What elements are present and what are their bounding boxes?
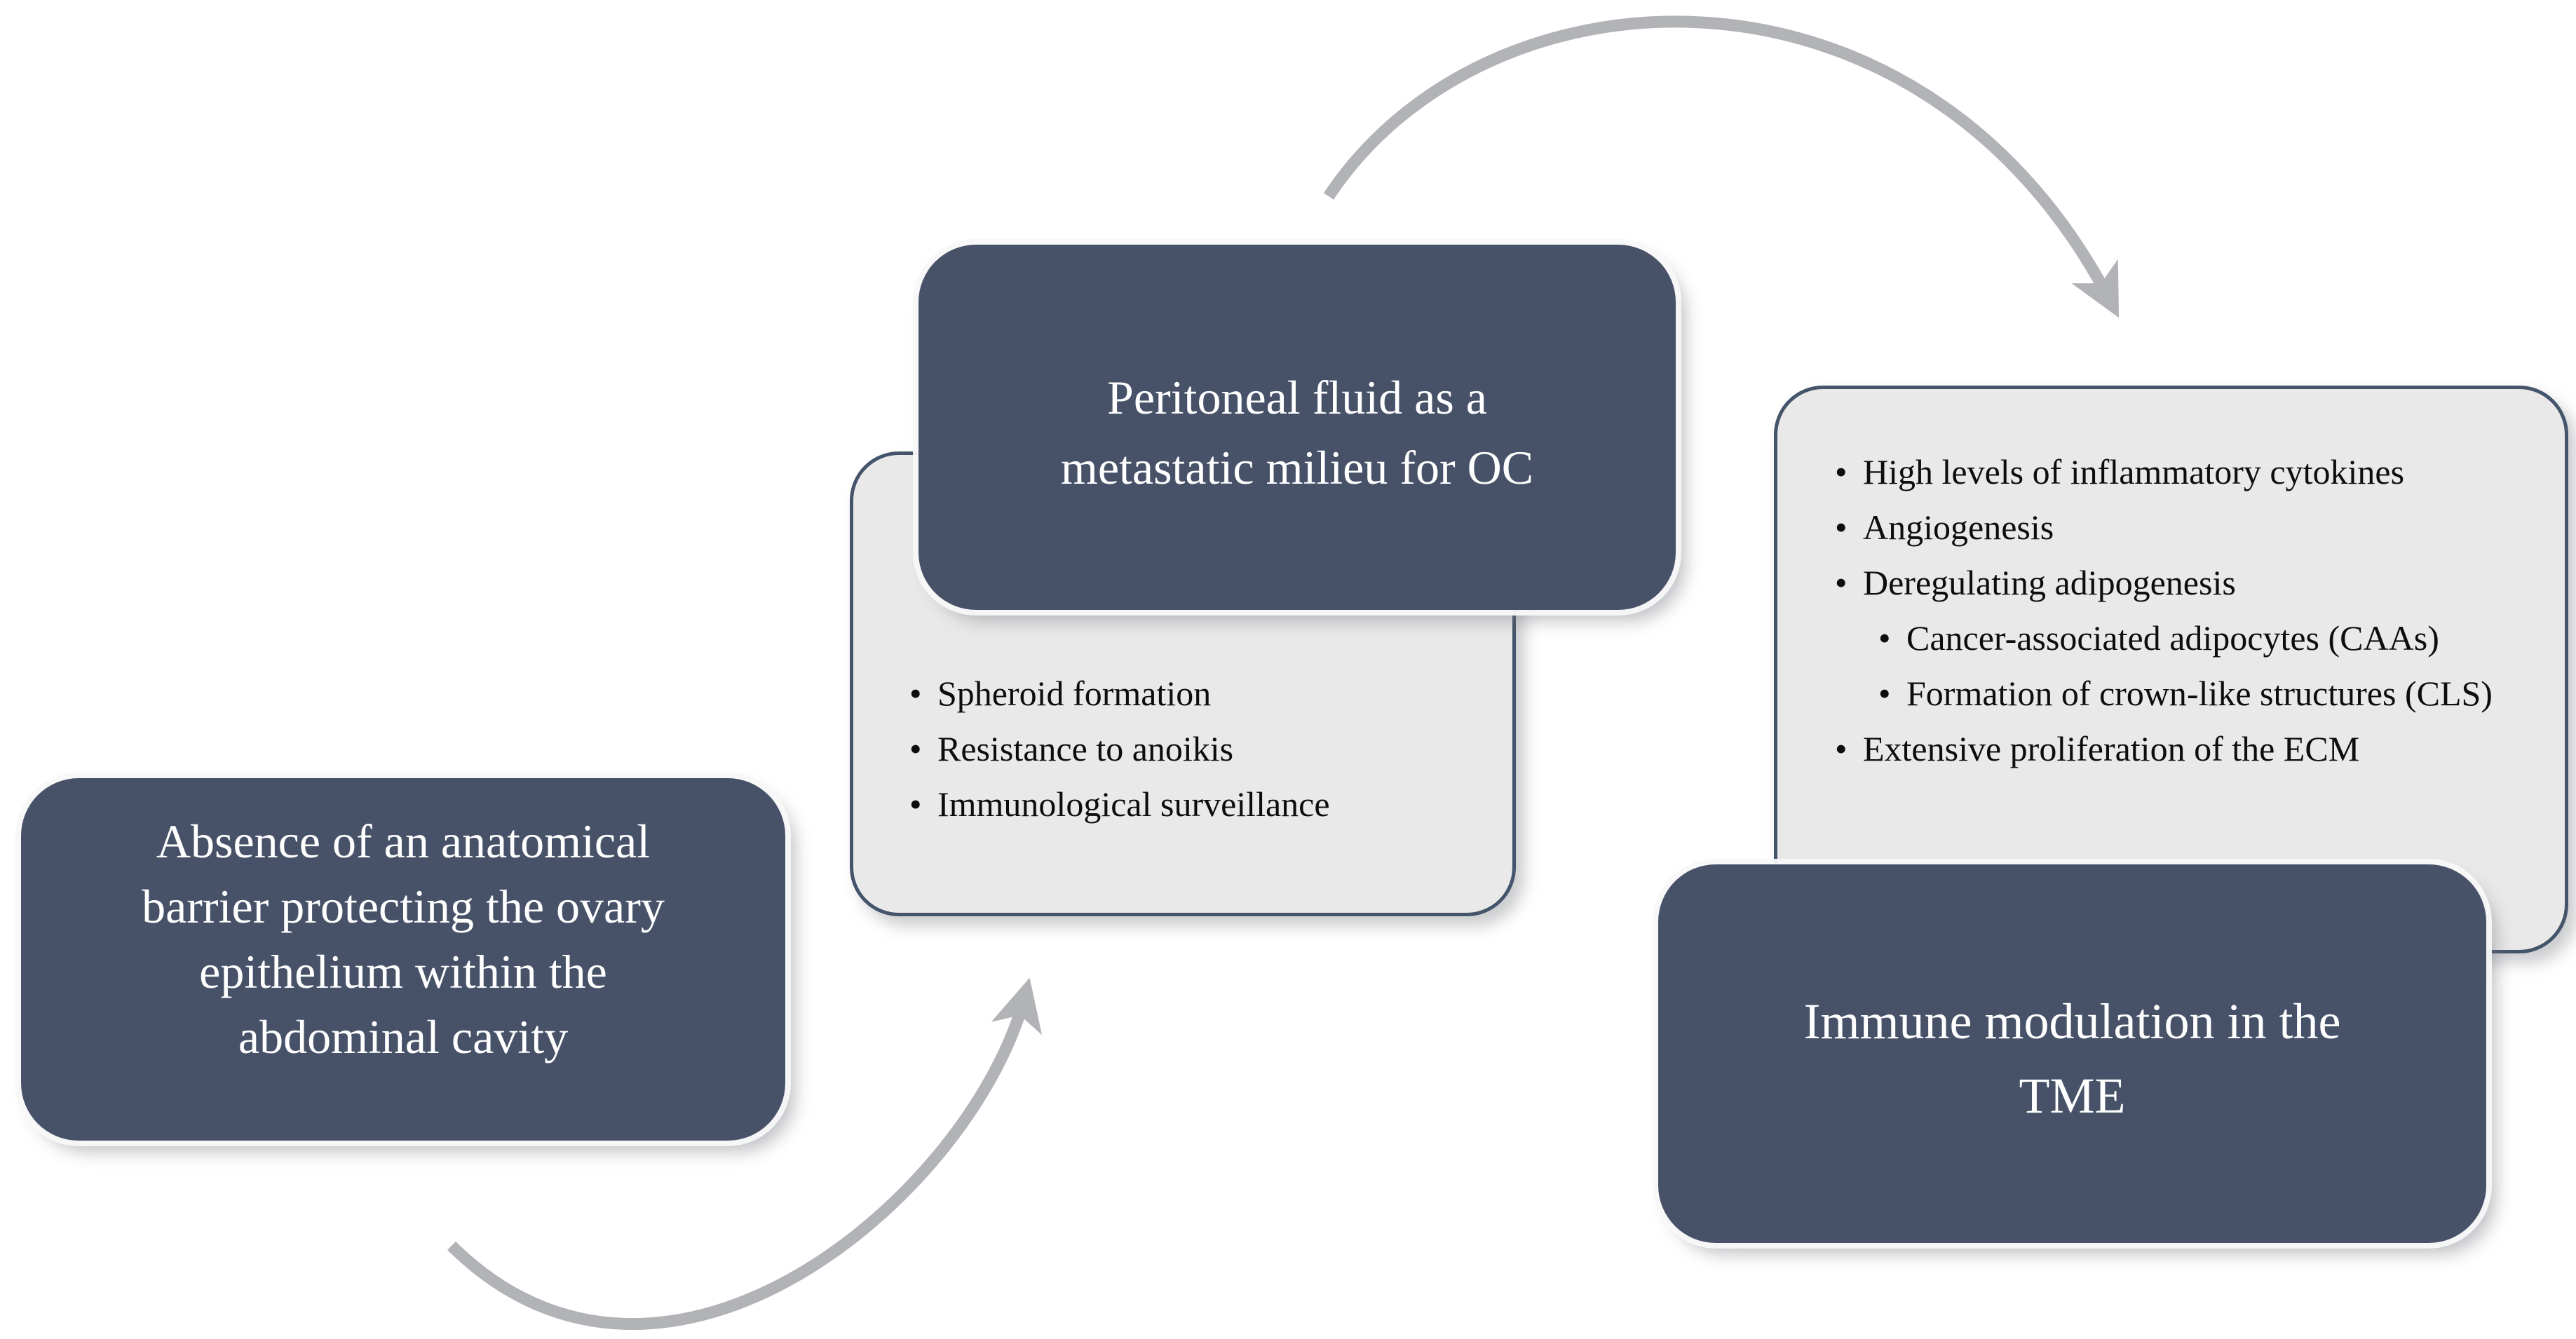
bullet-dot-icon: •: [1835, 563, 1848, 602]
tme-bullet-list: • High levels of inflammatory cytokines • A…: [1835, 449, 2529, 773]
title-line: epithelium within the: [199, 944, 607, 998]
bullet-item: • Cancer-associated adipocytes (CAAs): [1878, 615, 2529, 662]
peritoneal-fluid-title: Peritoneal fluid as a metastatic milieu …: [1061, 362, 1533, 503]
bullet-item: • Extensive proliferation of the ECM: [1835, 726, 2529, 773]
bullet-text: Extensive proliferation of the ECM: [1863, 729, 2360, 768]
bullet-dot-icon: •: [1835, 508, 1848, 547]
immune-modulation-title: Immune modulation in the TME: [1804, 984, 2341, 1133]
peritoneal-fluid-title-box: Peritoneal fluid as a metastatic milieu …: [918, 245, 1676, 610]
title-line: metastatic milieu for OC: [1060, 440, 1534, 494]
bullet-item: • High levels of inflammatory cytokines: [1835, 449, 2529, 496]
bullet-item: • Formation of crown-like structures (CLS…: [1878, 670, 2529, 717]
bullet-text: Formation of crown-like structures (CLS): [1906, 674, 2493, 713]
bullet-text: Angiogenesis: [1863, 508, 2054, 547]
bullet-text: Immunological surveillance: [937, 784, 1330, 824]
bullet-item: • Deregulating adipogenesis: [1835, 559, 2529, 606]
bullet-text: Deregulating adipogenesis: [1863, 563, 2236, 602]
peritoneal-fluid-bullet-list: • Spheroid formation • Resistance to anoiki…: [909, 670, 1484, 828]
bullet-item: • Immunological surveillance: [909, 781, 1484, 828]
title-line: Absence of an anatomical: [156, 814, 651, 868]
title-line: Immune modulation in the: [1803, 993, 2341, 1049]
bullet-dot-icon: •: [909, 674, 922, 713]
title-line: barrier protecting the ovary: [142, 879, 665, 933]
bullet-item: • Spheroid formation: [909, 670, 1484, 717]
title-line: abdominal cavity: [238, 1010, 569, 1063]
anatomical-barrier-box: Absence of an anatomical barrier protect…: [21, 778, 785, 1141]
bullet-dot-icon: •: [1835, 452, 1848, 491]
bullet-dot-icon: •: [909, 784, 922, 824]
title-line: TME: [2019, 1068, 2126, 1124]
bullet-item: • Resistance to anoikis: [909, 726, 1484, 773]
bullet-dot-icon: •: [1878, 674, 1891, 713]
bullet-text: High levels of inflammatory cytokines: [1863, 452, 2405, 491]
bullet-item: • Angiogenesis: [1835, 504, 2529, 551]
anatomical-barrier-title: Absence of an anatomical barrier protect…: [142, 809, 665, 1070]
bullet-dot-icon: •: [1878, 618, 1891, 658]
title-line: Peritoneal fluid as a: [1107, 370, 1487, 424]
bullet-dot-icon: •: [1835, 729, 1848, 768]
bullet-text: Resistance to anoikis: [937, 729, 1234, 768]
bullet-dot-icon: •: [909, 729, 922, 768]
bullet-text: Spheroid formation: [937, 674, 1212, 713]
bullet-text: Cancer-associated adipocytes (CAAs): [1906, 618, 2439, 658]
immune-modulation-title-box: Immune modulation in the TME: [1658, 864, 2486, 1243]
